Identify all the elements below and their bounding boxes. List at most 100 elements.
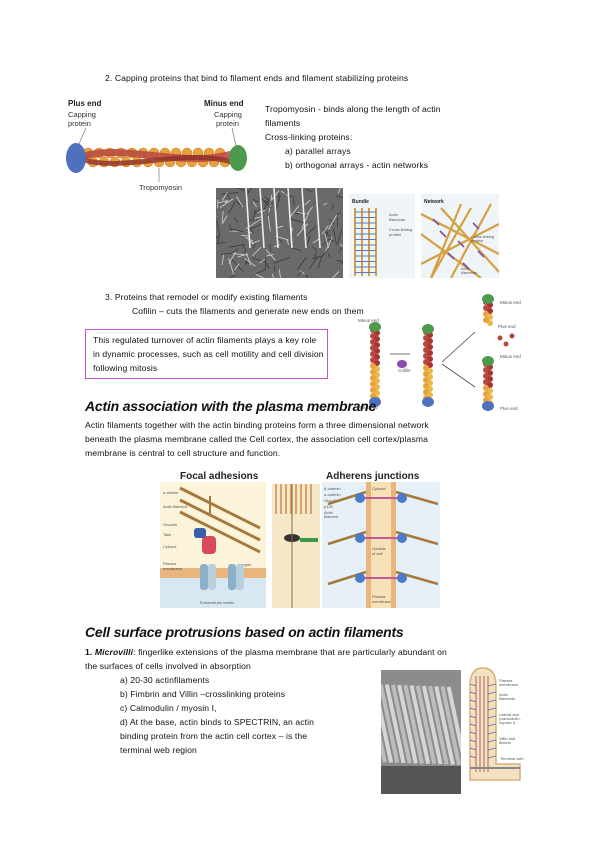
em-fiber [217, 232, 221, 243]
svg-text:Villin and: Villin and [499, 736, 515, 741]
lateral-arm [469, 747, 477, 751]
minus-end-cap [482, 356, 494, 366]
em-fiber [322, 228, 330, 237]
microvillus-em [384, 684, 406, 764]
lateral-arm [469, 699, 477, 703]
crosslink [432, 218, 440, 226]
crosslink [439, 230, 447, 238]
em-fiber [278, 238, 283, 243]
crosslinking-heading: Cross-linking proteins: [265, 132, 353, 142]
lateral-arm [469, 739, 477, 743]
em-fiber [268, 194, 273, 213]
svg-text:Terminal web: Terminal web [500, 756, 524, 761]
em-fiber [263, 201, 271, 209]
actin-subunit [487, 320, 493, 326]
actin-filament [440, 207, 499, 273]
em-fiber [254, 208, 262, 215]
microvillus-em [421, 685, 443, 765]
microvilli-item-d-line2: binding protein from the actin cell cort… [120, 731, 308, 741]
em-fiber [329, 238, 335, 243]
plus-end-label: Plus end [68, 99, 101, 108]
svg-text:of cell: of cell [372, 551, 383, 556]
em-fiber [236, 196, 244, 208]
em-fiber [216, 241, 227, 245]
svg-text:protein: protein [471, 238, 483, 243]
lateral-arm [469, 691, 477, 695]
svg-text:Lateral arm: Lateral arm [499, 712, 520, 717]
svg-text:membrane: membrane [372, 599, 392, 604]
minus-end-capping-protein [229, 145, 247, 171]
focal-adhesions-figure: Focal adhesions α-actinin Actin filament… [160, 468, 266, 608]
em-fiber [248, 223, 262, 230]
em-fiber [252, 257, 266, 262]
minus-end-cap [369, 322, 381, 332]
tropomyosin-text-line1: Tropomyosin - binds along the length of … [265, 104, 441, 114]
lateral-arm [469, 755, 477, 759]
em-fiber [333, 228, 337, 245]
em-fiber [323, 202, 328, 206]
em-fiber [306, 206, 313, 215]
em-fiber [259, 258, 265, 264]
svg-text:protein: protein [216, 119, 239, 128]
bundle-diagram: Bundle Actin filaments Cross-linking pro… [349, 194, 415, 278]
lateral-arm [469, 683, 477, 687]
lateral-arm [469, 723, 477, 727]
minus-end-cap [482, 294, 494, 304]
talin [202, 536, 216, 554]
em-fiber [236, 201, 242, 207]
lateral-arm [469, 715, 477, 719]
em-fiber [228, 224, 233, 232]
plus-end-cap [482, 401, 494, 411]
svg-text:membrane: membrane [499, 682, 519, 687]
lateral-arm [487, 731, 497, 735]
integrin [208, 564, 216, 590]
svg-text:Cross-linking: Cross-linking [389, 227, 412, 232]
em-fiber [275, 194, 281, 211]
em-fiber [241, 243, 246, 249]
microvillus-em [381, 683, 400, 764]
em-fiber [216, 235, 219, 239]
membrane-body-line2: beneath the plasma membrane called the C… [85, 434, 428, 444]
em-fiber [339, 243, 343, 248]
svg-text:membrane: membrane [163, 566, 183, 571]
em-fiber [335, 195, 343, 199]
em-fiber [327, 252, 331, 258]
adherens-cell-panel [272, 484, 320, 608]
svg-text:Actin: Actin [461, 266, 470, 271]
microvillus-em [434, 685, 455, 766]
em-bundle [301, 188, 307, 249]
svg-text:Cytosol: Cytosol [163, 544, 176, 549]
section-2-heading: 2. Capping proteins that bind to filamen… [105, 73, 409, 83]
em-fiber [253, 273, 265, 278]
arrow [441, 363, 476, 388]
actin-filament [179, 486, 261, 530]
svg-text:Plasma: Plasma [163, 561, 177, 566]
svg-text:Talin: Talin [163, 532, 171, 537]
em-fiber [221, 211, 224, 223]
catenin [355, 493, 365, 503]
em-fiber [254, 216, 261, 219]
svg-text:Plasma: Plasma [499, 678, 513, 683]
em-fiber [328, 218, 335, 225]
em-fiber [272, 273, 274, 278]
plus-end-cap [422, 397, 434, 407]
microvillus-em [403, 684, 424, 764]
em-fiber [336, 211, 342, 216]
em-fiber [252, 198, 259, 203]
microvillus-em [397, 684, 418, 764]
microvilli-intro-line1: 1. Microvilli: fingerlike extensions of … [85, 647, 447, 657]
svg-text:filaments: filaments [389, 217, 405, 222]
cofilin-severing-figure: Minus end Plus end Cofilin Minus end Plu… [350, 292, 525, 414]
em-bundle [287, 188, 293, 249]
em-fiber [263, 198, 270, 210]
membrane-body-line3: membrane is central to cell structure an… [85, 448, 281, 458]
svg-text:Vinculin: Vinculin [163, 522, 177, 527]
tropomyosin-strand [83, 154, 233, 166]
lateral-arm [469, 731, 477, 735]
em-fiber [252, 246, 262, 256]
integrin [200, 564, 208, 590]
em-fiber [308, 256, 319, 270]
em-fiber [244, 248, 247, 255]
capping-protein-figure: Plus end Capping protein Minus end Cappi… [64, 96, 254, 194]
crosslink [472, 222, 480, 230]
